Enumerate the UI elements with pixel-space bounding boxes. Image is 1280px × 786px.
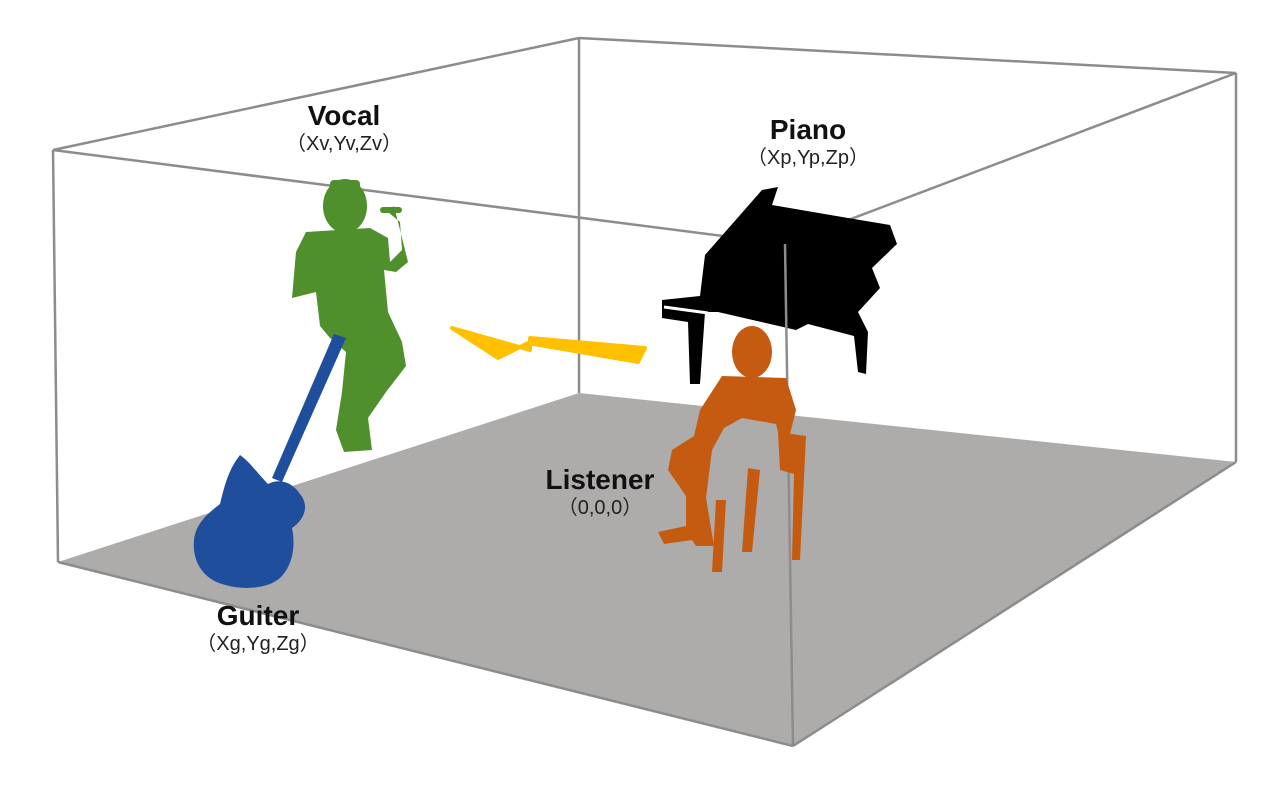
vocal-coordinates: （Xv,Yv,Zv） <box>286 133 402 155</box>
room-back-edges <box>51 36 1238 563</box>
listener-label: Listener （0,0,0） <box>546 464 655 520</box>
guiter-label: Guiter （Xg,Yg,Zg） <box>196 600 319 656</box>
piano-coordinates: （Xp,Yp,Zp） <box>747 147 869 169</box>
listener-coordinates: （0,0,0） <box>557 497 643 519</box>
guitar-icon <box>193 334 346 588</box>
piano-name: Piano <box>769 114 847 145</box>
listener-icon <box>658 326 806 572</box>
listener-name: Listener <box>545 464 655 495</box>
room-front-vertical-edge <box>783 243 795 747</box>
piano-label: Piano （Xp,Yp,Zp） <box>747 114 869 170</box>
vocal-name: Vocal <box>307 100 381 131</box>
room-floor <box>58 393 1236 746</box>
vocal-label: Vocal （Xv,Yv,Zv） <box>286 100 402 156</box>
piano-icon <box>662 187 897 384</box>
direction-arrow <box>450 326 647 364</box>
room-front-edges <box>57 460 1237 748</box>
piano-keyboard <box>663 305 709 315</box>
guiter-name: Guiter <box>216 600 300 631</box>
guiter-coordinates: （Xg,Yg,Zg） <box>196 633 320 655</box>
vocal-singer-icon <box>292 179 408 452</box>
